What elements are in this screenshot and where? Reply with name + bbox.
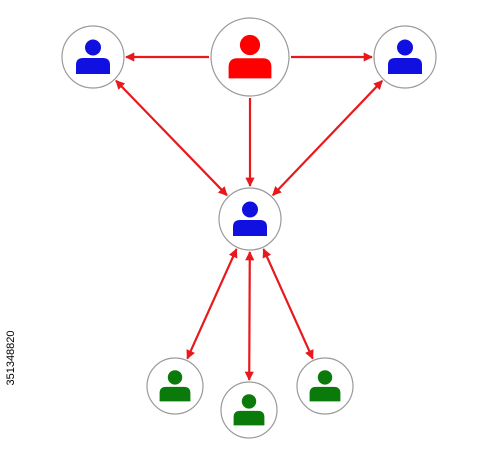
node-bl bbox=[146, 357, 204, 415]
node-right bbox=[373, 25, 437, 89]
link-center-br bbox=[262, 248, 314, 360]
person-icon bbox=[388, 39, 422, 74]
person-icon bbox=[233, 201, 267, 236]
node-bm bbox=[220, 381, 278, 439]
person-head bbox=[397, 39, 413, 56]
node-circle bbox=[220, 381, 278, 439]
person-body bbox=[233, 220, 267, 236]
node-circle bbox=[210, 17, 290, 97]
watermark-id-text: 351348820 bbox=[5, 330, 17, 386]
nodes-layer bbox=[61, 17, 437, 439]
person-head bbox=[241, 394, 257, 409]
person-body bbox=[233, 410, 265, 426]
person-head bbox=[167, 370, 183, 385]
person-icon bbox=[309, 370, 341, 402]
node-center bbox=[218, 187, 282, 251]
person-icon bbox=[233, 394, 265, 426]
node-circle bbox=[61, 25, 125, 89]
person-head bbox=[85, 39, 101, 56]
person-icon bbox=[159, 370, 191, 402]
node-left bbox=[61, 25, 125, 89]
link-left-center bbox=[115, 79, 228, 197]
link-center-bm bbox=[244, 251, 255, 381]
node-circle bbox=[296, 357, 354, 415]
person-head bbox=[242, 201, 258, 218]
person-head bbox=[317, 370, 333, 385]
person-body bbox=[76, 58, 110, 74]
node-br bbox=[296, 357, 354, 415]
person-icon bbox=[228, 34, 272, 79]
person-body bbox=[159, 386, 191, 402]
link-right-center bbox=[272, 80, 383, 196]
person-body bbox=[309, 386, 341, 402]
person-body bbox=[388, 58, 422, 74]
links-layer bbox=[115, 52, 383, 381]
node-root bbox=[210, 17, 290, 97]
person-icon bbox=[76, 39, 110, 74]
person-head bbox=[239, 34, 261, 56]
node-circle bbox=[146, 357, 204, 415]
node-circle bbox=[218, 187, 282, 251]
watermark: 351348820 bbox=[0, 300, 18, 420]
link-center-bl bbox=[186, 248, 238, 360]
node-circle bbox=[373, 25, 437, 89]
person-body bbox=[228, 58, 272, 79]
